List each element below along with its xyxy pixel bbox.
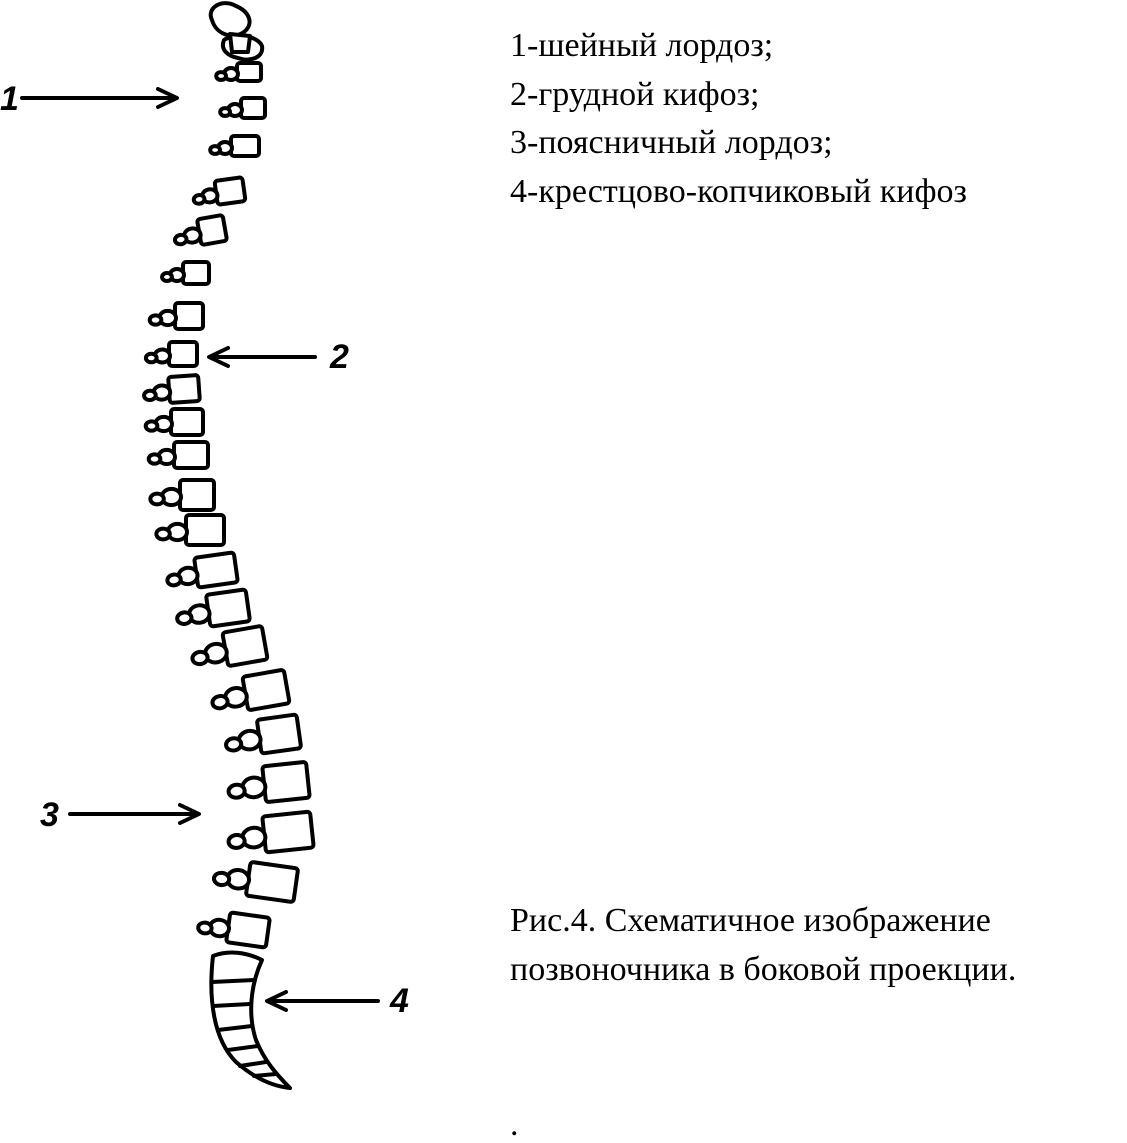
vertebral-body <box>166 373 202 405</box>
vertebra <box>148 478 216 512</box>
vertebra <box>224 712 303 756</box>
sacral-segment-line <box>226 1044 260 1052</box>
vertebral-body <box>220 624 270 668</box>
spinous-process <box>146 452 163 466</box>
vertebral-body <box>239 96 267 120</box>
vertebra <box>154 513 226 547</box>
vertebral-body <box>192 550 240 590</box>
trailing-dot: . <box>510 1106 519 1143</box>
vertebra <box>190 624 270 668</box>
spinous-process <box>214 70 229 82</box>
legend: 1-шейный лордоз; 2-грудной кифоз; 3-пояс… <box>510 22 967 216</box>
arrow-2 <box>207 346 317 368</box>
spine-illustration <box>142 1 316 950</box>
spinous-process <box>175 610 194 626</box>
spinous-process <box>226 832 247 850</box>
spinous-process <box>165 572 183 588</box>
callout-label-3: 3 <box>40 796 59 834</box>
vertebra <box>160 260 211 286</box>
spinous-process <box>142 388 158 403</box>
sacral-segment-line <box>211 1002 252 1008</box>
legend-item-sacrococcygeal-kyphosis: 4-крестцово-копчиковый кифоз <box>510 172 967 210</box>
spinous-process <box>191 193 207 206</box>
spinous-process <box>226 782 247 800</box>
vertebral-body <box>173 301 205 331</box>
figure-caption: Рис.4. Схематичное изображение позвоночн… <box>510 896 1016 994</box>
sacral-segment-line <box>252 1072 278 1078</box>
arrow-4 <box>265 990 380 1012</box>
spinous-process <box>160 271 174 283</box>
vertebral-body <box>244 860 300 904</box>
vertebral-body <box>229 134 261 158</box>
vertebra <box>143 407 205 437</box>
spinous-process <box>148 491 166 507</box>
vertebra <box>208 134 261 158</box>
vertebral-body <box>184 513 226 547</box>
vertebra <box>143 340 199 368</box>
vertebra <box>191 175 248 207</box>
spinous-process <box>210 694 230 711</box>
spinous-process <box>196 920 214 936</box>
callout-label-1: 1 <box>0 80 19 118</box>
vertebral-body <box>255 712 303 756</box>
caption-line-2: позвоночника в боковой проекции. <box>510 951 1017 988</box>
legend-item-thoracic-kyphosis: 2-грудной кифоз; <box>510 75 760 113</box>
arrow-3 <box>68 803 201 825</box>
vertebral-body <box>167 340 199 368</box>
spinous-process <box>147 313 164 327</box>
callout-arrows <box>20 87 380 1012</box>
sacral-segment-line <box>238 1060 268 1068</box>
vertebral-body <box>178 478 216 512</box>
vertebra <box>226 809 316 855</box>
vertebra <box>147 301 205 331</box>
vertebra <box>175 587 252 629</box>
vertebra <box>211 860 300 904</box>
spinous-process <box>154 526 172 542</box>
vertebra <box>142 373 202 405</box>
vertebra <box>146 440 210 470</box>
legend-item-cervical-lordosis: 1-шейный лордоз; <box>510 27 774 64</box>
spinous-process <box>143 419 160 433</box>
vertebra <box>210 668 292 712</box>
vertebral-body <box>240 668 292 712</box>
vertebra <box>218 96 267 120</box>
vertebral-body <box>224 910 272 950</box>
vertebra <box>214 61 263 83</box>
sacrum-coccyx <box>209 950 292 1090</box>
arrow-1 <box>20 87 179 109</box>
caption-line-1: Рис.4. Схематичное изображение <box>510 902 991 939</box>
sacral-segment-line <box>216 1024 254 1032</box>
spinous-process <box>143 351 159 365</box>
vertebral-body <box>181 260 211 286</box>
vertebral-body <box>260 760 312 804</box>
vertebral-body <box>169 407 205 437</box>
spine-diagram: 1 2 3 4 <box>0 1 409 1090</box>
callout-label-4: 4 <box>389 982 409 1020</box>
vertebral-body <box>204 587 252 629</box>
vertebral-body <box>172 440 210 470</box>
vertebra <box>226 760 312 804</box>
spinous-process <box>218 106 233 118</box>
sacrum-outline <box>209 950 292 1090</box>
vertebral-body <box>212 175 248 207</box>
atlas-vertebra <box>208 1 252 38</box>
vertebral-body <box>235 61 263 83</box>
axis-body <box>228 32 252 54</box>
vertebra <box>165 550 240 590</box>
legend-item-lumbar-lordosis: 3-поясничный лордоз; <box>510 124 833 161</box>
callout-label-2: 2 <box>329 338 349 376</box>
spinous-process <box>224 736 244 753</box>
vertebra <box>172 213 229 247</box>
spinous-process <box>172 232 189 247</box>
vertebral-body <box>260 809 316 855</box>
spinous-process <box>208 144 223 156</box>
spinous-process <box>211 870 232 888</box>
sacral-segment-line <box>210 978 256 984</box>
spinous-process <box>190 649 210 667</box>
vertebral-body <box>195 213 229 247</box>
vertebra <box>196 910 272 950</box>
